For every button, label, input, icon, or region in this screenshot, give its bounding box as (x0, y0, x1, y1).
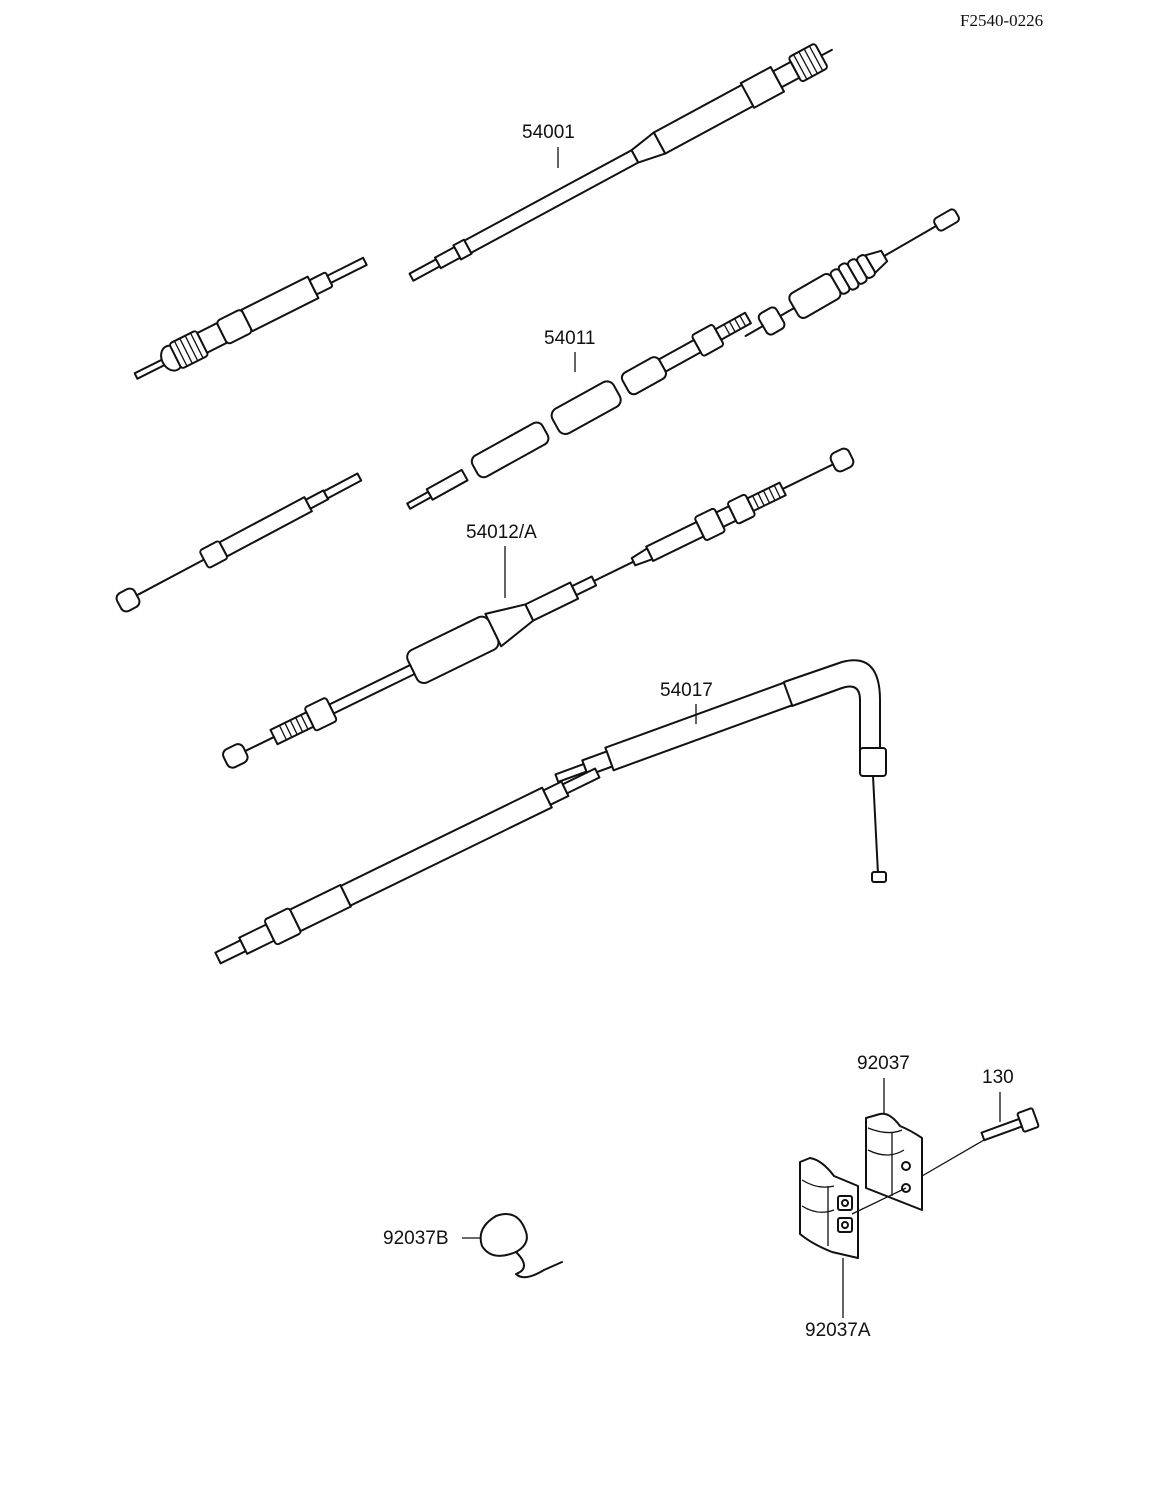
label-130: 130 (982, 1067, 1014, 1088)
clutch-cable[interactable] (218, 439, 859, 776)
label-54001: 54001 (522, 122, 575, 143)
clip[interactable] (479, 1213, 563, 1279)
label-54017: 54017 (660, 680, 713, 701)
label-92037B: 92037B (383, 1228, 449, 1249)
clamp-axis-line (851, 1187, 907, 1215)
choke-cable[interactable] (212, 659, 887, 970)
label-92037A: 92037A (805, 1320, 871, 1341)
speedometer-cable[interactable] (130, 38, 839, 389)
label-92037: 92037 (857, 1053, 910, 1074)
throttle-cable[interactable] (114, 202, 963, 614)
clamp-upper[interactable] (865, 1112, 923, 1211)
diagram-code: F2540-0226 (960, 11, 1043, 30)
bolt-axis-line (921, 1139, 985, 1177)
bolt[interactable] (979, 1107, 1040, 1146)
clamp-lower[interactable] (799, 1157, 859, 1259)
label-54011: 54011 (544, 328, 595, 349)
label-54012A: 54012/A (466, 522, 537, 543)
